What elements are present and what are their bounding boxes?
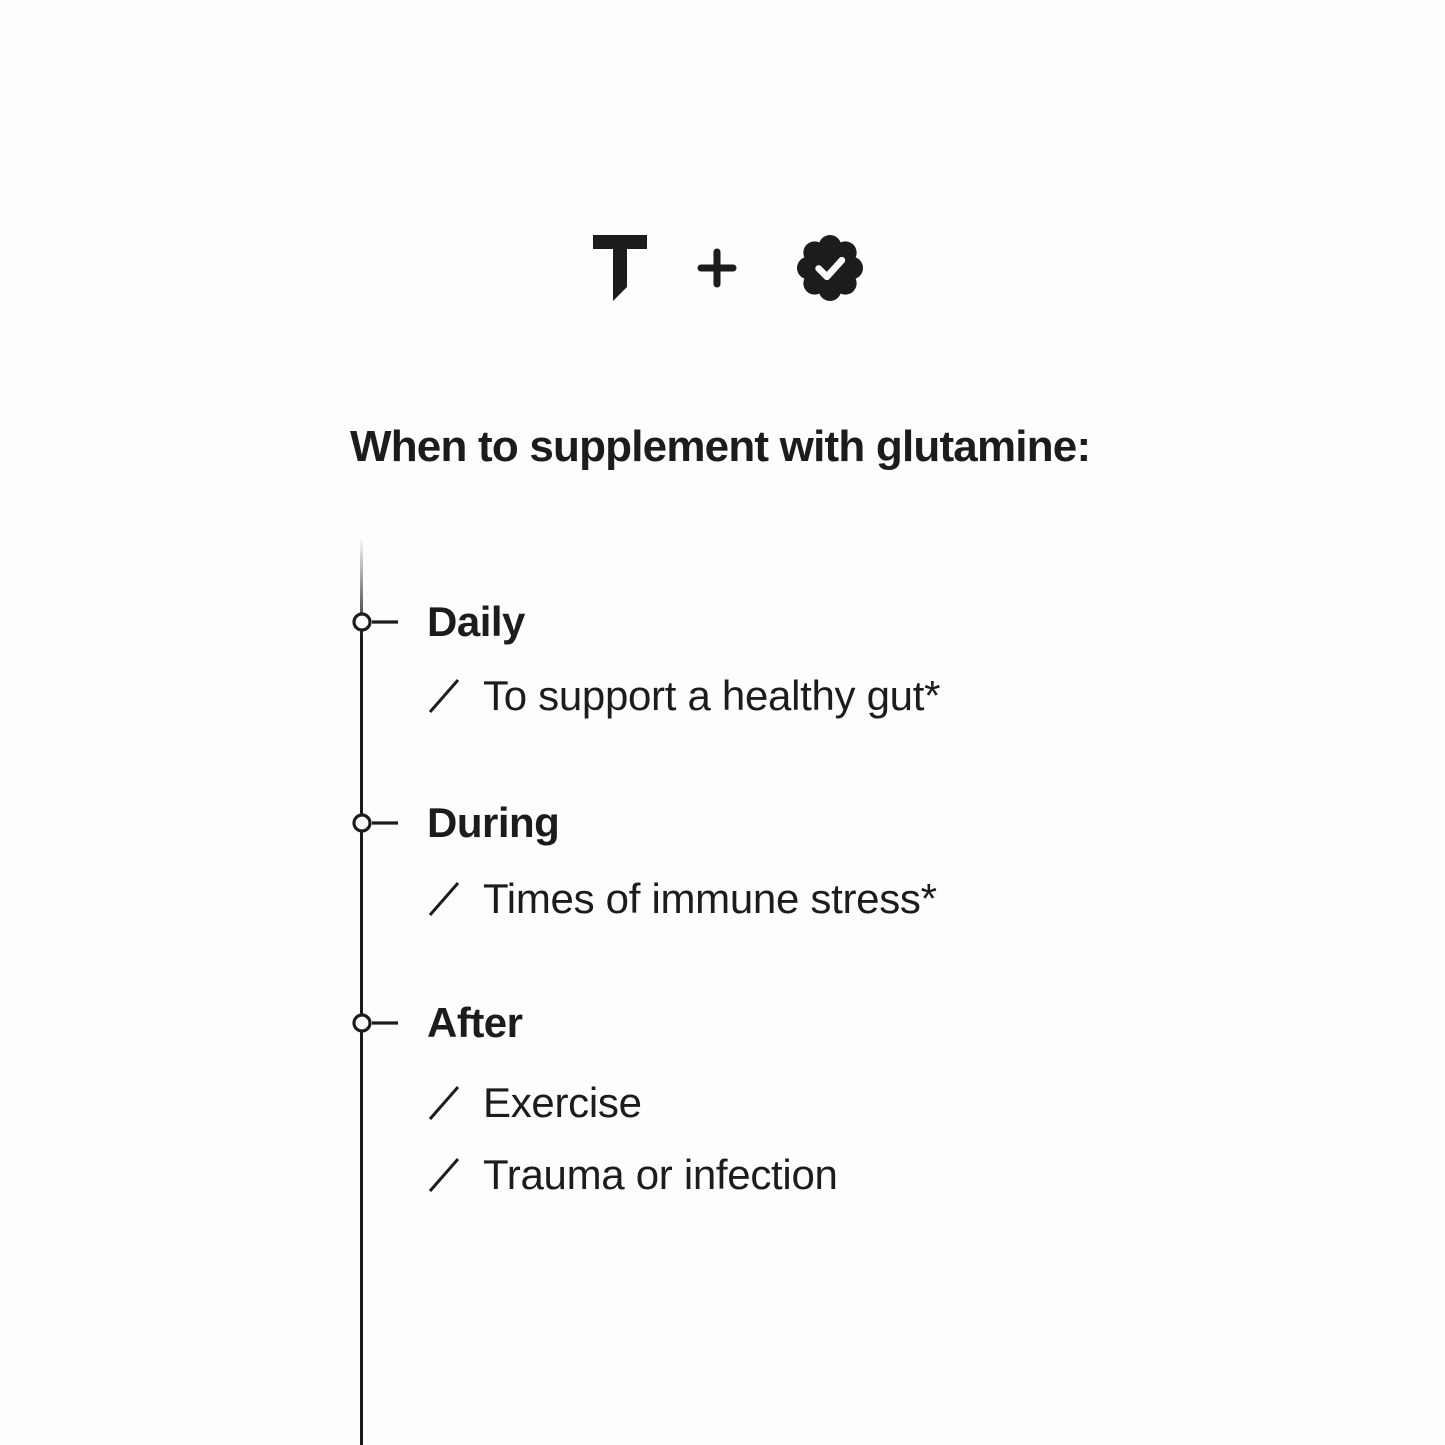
timeline-item-text: Exercise — [483, 1079, 642, 1126]
timeline-item-during-1: Times of immune stress* — [427, 875, 937, 923]
section-title-daily: Daily — [427, 598, 525, 645]
timeline-node-icon — [352, 1013, 398, 1033]
timeline-item-text: Times of immune stress* — [483, 875, 937, 922]
timeline-node-icon — [352, 813, 398, 833]
section-title-after: After — [427, 999, 523, 1046]
timeline-section-after: After — [350, 999, 523, 1047]
timeline-item-text: Trauma or infection — [483, 1151, 838, 1198]
section-title-during: During — [427, 799, 560, 846]
timeline-item-after-1: Exercise — [427, 1079, 642, 1127]
brand-lockup — [593, 235, 863, 301]
page-title: When to supplement with glutamine: — [350, 422, 1091, 471]
timeline-item-after-2: Trauma or infection — [427, 1151, 838, 1199]
timeline-item-daily-1: To support a healthy gut* — [427, 672, 940, 720]
slash-bullet-icon — [428, 1158, 460, 1192]
slash-bullet-icon — [428, 1086, 460, 1120]
timeline-node-icon — [352, 612, 398, 632]
slash-bullet-icon — [428, 882, 460, 916]
timeline-section-during: During — [350, 799, 560, 847]
thorne-t-logo-icon — [593, 235, 647, 301]
slash-bullet-icon — [428, 679, 460, 713]
timeline-item-text: To support a healthy gut* — [483, 672, 941, 719]
timeline-section-daily: Daily — [350, 598, 525, 646]
timeline-line — [360, 537, 363, 1445]
verified-badge-icon — [797, 235, 863, 301]
plus-icon — [697, 248, 737, 288]
